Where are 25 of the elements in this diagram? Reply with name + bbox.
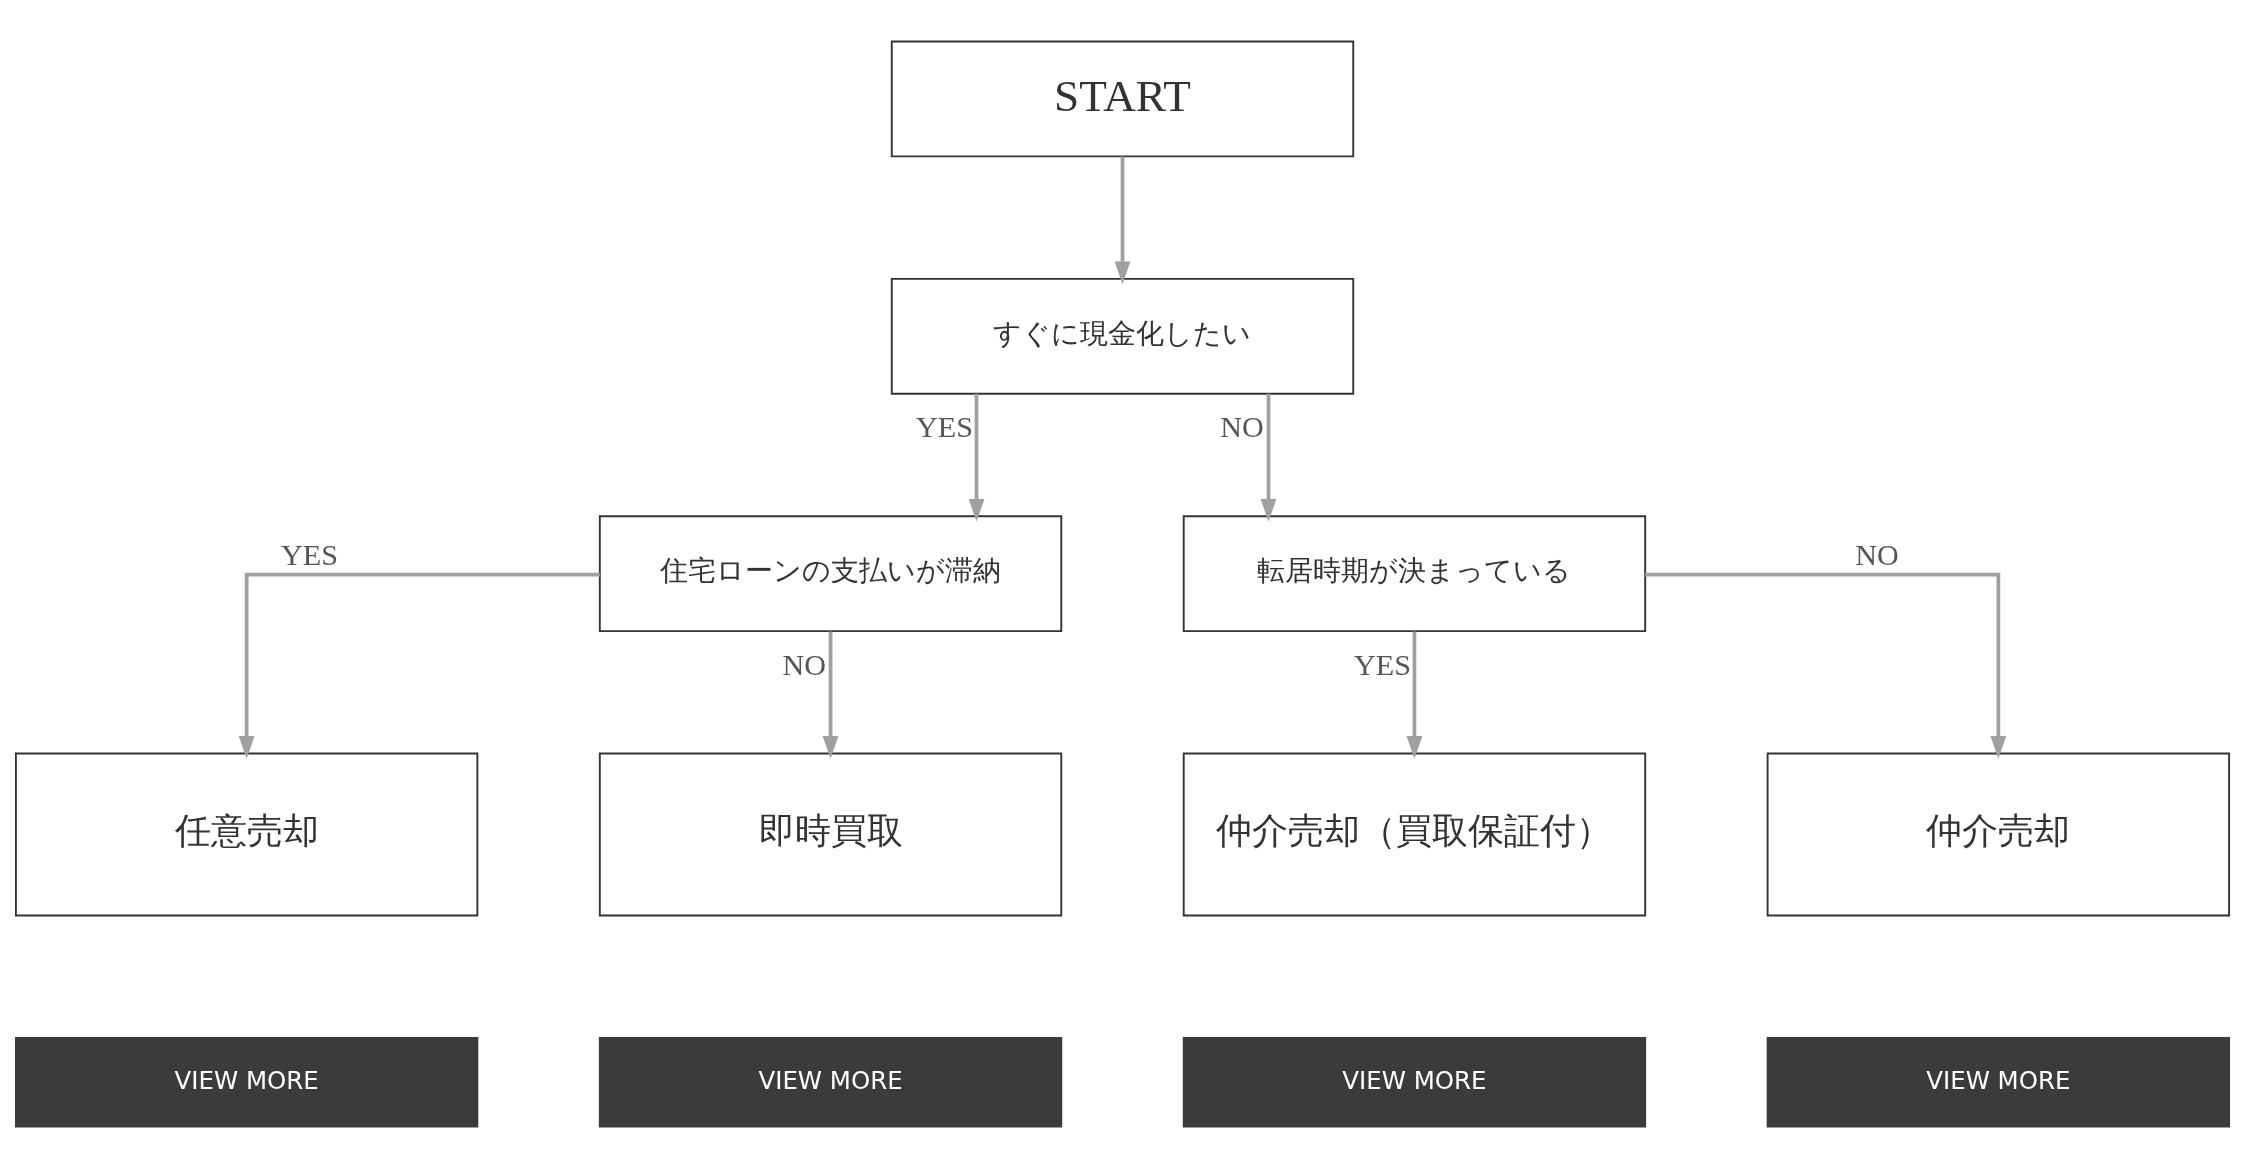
edge-label: YES	[1353, 647, 1411, 682]
node-box: 住宅ローンの支払いが滞納	[598, 514, 1063, 632]
node-box: 任意売却	[14, 752, 479, 916]
node-box: START	[890, 40, 1355, 157]
arrow	[1406, 631, 1423, 759]
node-box: 仲介売却（買取保証付）	[1182, 752, 1647, 916]
edge-label: NO	[1220, 410, 1264, 444]
node-box: VIEW MORE	[14, 1036, 479, 1127]
node-box: 仲介売却	[1766, 752, 2231, 916]
arrow	[1114, 155, 1131, 284]
node-box: 転居時期が決まっている	[1182, 514, 1647, 632]
node-box: すぐに現金化したい	[890, 277, 1355, 395]
node-box: 即時買取	[598, 752, 1063, 916]
edge-label: YES	[281, 537, 338, 572]
edge-label: NO	[782, 647, 826, 682]
arrow	[822, 631, 839, 759]
arrow	[1260, 393, 1277, 522]
node-box: VIEW MORE	[598, 1036, 1063, 1127]
edge-label: YES	[916, 410, 973, 444]
arrow	[238, 572, 600, 759]
node-box: VIEW MORE	[1182, 1036, 1647, 1127]
arrow	[968, 393, 985, 522]
edge-label: NO	[1855, 537, 1899, 572]
arrow	[1645, 572, 2007, 759]
node-box: VIEW MORE	[1766, 1036, 2231, 1127]
